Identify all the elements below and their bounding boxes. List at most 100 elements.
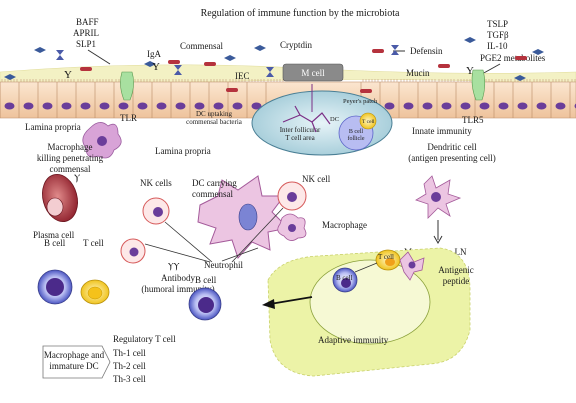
nk-cells-label: NK cells (140, 178, 172, 188)
antimicrobial-peptide (464, 37, 476, 43)
plasma-antibody-glyph: ⲩ (74, 169, 80, 183)
iec-nucleus (555, 102, 566, 110)
macrophage-immature-label-line-1: Macrophage and (44, 350, 105, 360)
b-cell-left-label: B cell (44, 238, 66, 248)
iec-nucleus (232, 102, 243, 110)
b-cell-node-label: B cell (336, 274, 353, 282)
tlr5-label: TLR5 (462, 115, 484, 125)
b-cell-follicle-label-line-2: follicle (348, 135, 365, 142)
iec-nucleus (61, 102, 72, 110)
plasma-cell-nucleus (46, 197, 64, 217)
peyers-dendritic-cell (282, 105, 331, 133)
iec-nucleus (156, 102, 167, 110)
m-cell (282, 63, 344, 82)
iga-label: IgA (147, 49, 161, 59)
commensal-bacterium (80, 67, 92, 71)
t-cell-node-label: T cell (378, 253, 394, 261)
defensin-molecule (174, 65, 182, 75)
iec-nucleus (137, 102, 148, 110)
antimicrobial-peptide (532, 49, 544, 55)
th2-label: Th-2 cell (113, 361, 146, 371)
iec-nucleus (498, 102, 509, 110)
iec-nucleus (441, 102, 452, 110)
commensal-bacterium (438, 64, 450, 68)
dc-carrying-label-line-1: DC carrying (192, 178, 237, 188)
antimicrobial-peptide (34, 47, 46, 53)
iec-nucleus (536, 102, 547, 110)
antibody-label-line-1: Antibody (161, 273, 196, 283)
t-cell-left-label: T cell (83, 238, 104, 248)
inter-follicular-label-line-2: T cell area (285, 134, 315, 142)
commensal-bacterium (168, 60, 180, 64)
iec-nucleus (517, 102, 528, 110)
neutrophil-arrows (144, 207, 284, 263)
adaptive-to-bcell-arrowhead (262, 299, 275, 309)
iec-nucleus (251, 102, 262, 110)
iec-nucleus (422, 102, 433, 110)
antimicrobial-peptide (224, 55, 236, 61)
iec-nucleus (213, 102, 224, 110)
peyers-patch-label: Peyer's patch (343, 98, 378, 105)
m-cell-label: M cell (301, 68, 325, 78)
tslp-label: TSLP (487, 19, 508, 29)
defensin-molecule (266, 67, 274, 77)
macrophage-nucleus (288, 224, 296, 232)
dc-label: DC (330, 116, 339, 123)
pge2-label: PGE2 metabolites (480, 53, 546, 63)
tlr5-receptor (471, 69, 486, 101)
factor-labels-right: TSLP TGFβ IL-10 PGE2 metabolites (480, 19, 546, 63)
macrophage-killing-label-line-1: Macrophage (48, 142, 93, 152)
iec-nucleus (4, 102, 15, 110)
iec-nucleus (175, 102, 186, 110)
b-cell-follicle-label-line-1: B cell (349, 129, 363, 135)
b-t-interaction-arrow (354, 262, 378, 273)
th3-label: Th-3 cell (113, 374, 146, 384)
adaptive-to-bcell-arrow (269, 296, 313, 305)
inter-follicular-label-line-1: Inter follicular (280, 126, 321, 134)
commensal-label: Commensal (180, 41, 223, 51)
dc-uptaking-label-line-2: commensal bacteria (186, 118, 243, 126)
antigenic-peptide-label-line-1: Antigenic (438, 265, 474, 275)
iec-nucleus (42, 102, 53, 110)
dc-carrying-nucleus (238, 203, 258, 231)
lamina-propria-center-label: Lamina propria (155, 146, 211, 156)
dendritic-cell-label-line-1: Dendritic cell (427, 142, 477, 152)
iec-label: IEC (235, 71, 250, 81)
antigen-presenting-dc-nucleus (431, 192, 441, 202)
tgfb-label: TGFβ (487, 30, 509, 40)
iec-nucleus (403, 102, 414, 110)
diagram-title: Regulation of immune function by the mic… (201, 8, 400, 19)
b-cell-left-nucleus (46, 278, 64, 296)
cryptdin-label: Cryptdin (280, 40, 313, 50)
neutrophil-nucleus (129, 247, 139, 257)
april-label: APRIL (73, 28, 99, 38)
neutrophil-label: Neutrophil (204, 260, 243, 270)
node-dc-nucleus (408, 261, 416, 269)
iec-nucleus (479, 102, 490, 110)
iga-antibody-icon: Y (152, 61, 160, 73)
tlr-label: TLR (120, 113, 137, 123)
baff-label: BAFF (76, 17, 99, 27)
lamina-propria-left-label: Lamina propria (25, 122, 81, 132)
nk-cell-label: NK cell (302, 174, 331, 184)
iga-antibody-icon: Y (64, 69, 72, 81)
mucin-label: Mucin (406, 68, 430, 78)
commensal-bacterium (372, 49, 384, 53)
macrophage-label: Macrophage (322, 220, 367, 230)
dc-carrying-label-line-2: commensal (192, 189, 233, 199)
defensin-molecule (56, 50, 64, 60)
antimicrobial-peptide (4, 74, 16, 80)
adaptive-immunity-label: Adaptive immunity (318, 335, 389, 345)
macrophage-killing-label-line-2: killing penetrating (37, 153, 104, 163)
antimicrobial-peptide (144, 61, 156, 67)
iec-nucleus (194, 102, 205, 110)
commensal-bacterium (360, 89, 372, 93)
antimicrobial-peptide (254, 45, 266, 51)
